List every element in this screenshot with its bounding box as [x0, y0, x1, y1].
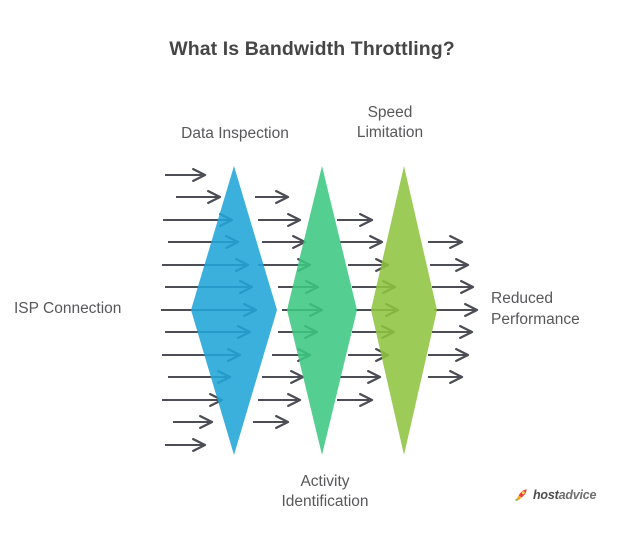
stage-label-data-inspection: Data Inspection — [181, 125, 289, 142]
stage-label-speed-limitation: Speed Limitation — [356, 104, 424, 141]
page-title: What Is Bandwidth Throttling? — [169, 38, 455, 60]
funnel-data-inspection — [191, 166, 277, 455]
input-label-isp-connection: ISP Connection — [14, 300, 122, 317]
funnel-shapes — [191, 166, 437, 455]
hostadvice-logo: hostadvice — [513, 487, 597, 503]
stage-label-activity-identification: Activity Identification — [281, 473, 369, 510]
funnel-speed-limitation — [371, 166, 437, 455]
output-label-reduced-performance: Reduced Performance — [491, 290, 580, 328]
logo-advice: advice — [558, 488, 597, 502]
logo-wordmark: hostadvice — [533, 488, 597, 502]
logo-host: host — [533, 488, 559, 502]
rocket-icon — [515, 489, 527, 501]
funnel-activity-identification — [287, 166, 357, 455]
